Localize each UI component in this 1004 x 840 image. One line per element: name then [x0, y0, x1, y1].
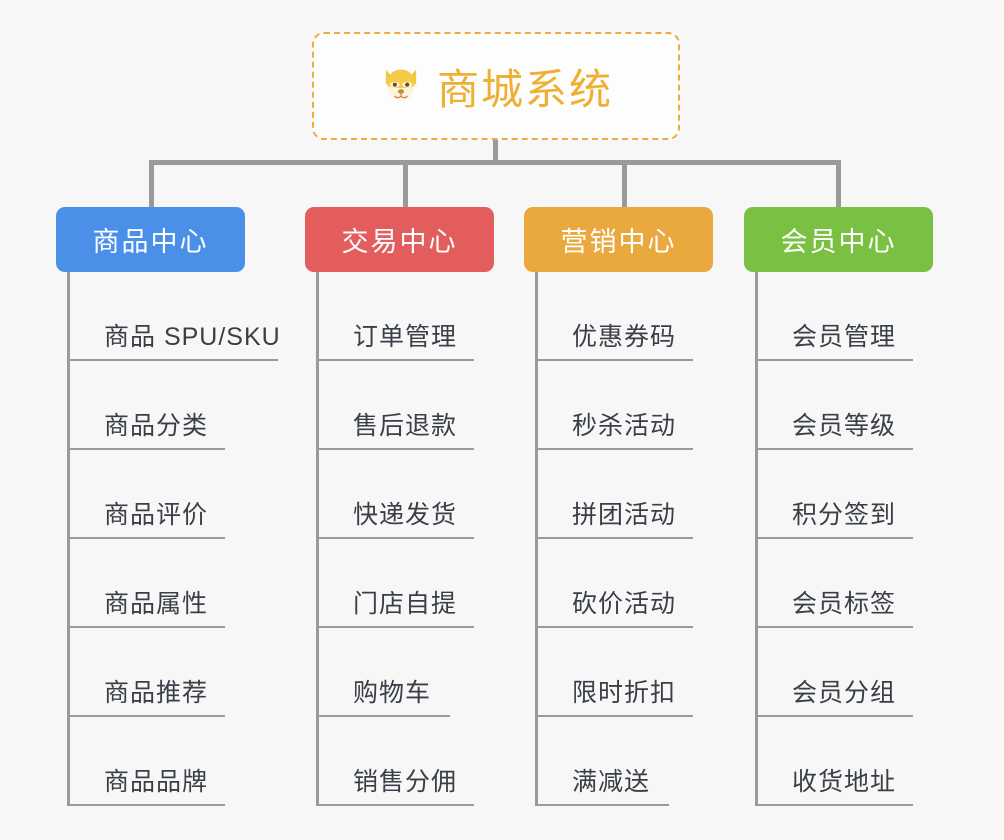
leaf-rule	[319, 359, 474, 361]
leaf-list-1: 商品 SPU/SKU 商品分类 商品评价 商品属性 商品推荐 商品品牌	[67, 272, 281, 806]
leaf-list-2: 订单管理 售后退款 快递发货 门店自提 购物车 销售分佣	[316, 272, 494, 806]
leaf-label: 秒杀活动	[572, 412, 677, 440]
branch-header-label: 交易中心	[341, 227, 458, 257]
list-item[interactable]: 砍价活动	[538, 539, 713, 628]
leaf-rule	[319, 448, 474, 450]
list-item[interactable]: 满减送	[538, 717, 713, 806]
leaf-label: 商品属性	[104, 590, 209, 618]
leaf-label: 销售分佣	[353, 768, 458, 796]
leaf-label: 收货地址	[792, 768, 897, 796]
leaf-rule	[758, 804, 913, 806]
connector-drop-1	[149, 160, 154, 208]
leaf-label: 商品分类	[104, 412, 209, 440]
branch-column-4: 会员中心 会员管理 会员等级 积分签到 会员标签 会员分组	[744, 207, 933, 806]
list-item[interactable]: 商品 SPU/SKU	[70, 272, 281, 361]
branch-column-2: 交易中心 订单管理 售后退款 快递发货 门店自提 购物车	[305, 207, 494, 806]
branch-header-label: 商品中心	[92, 227, 209, 257]
leaf-label: 商品推荐	[104, 679, 209, 707]
leaf-rule	[538, 804, 669, 806]
list-item[interactable]: 限时折扣	[538, 628, 713, 717]
branch-header-3[interactable]: 营销中心	[524, 207, 713, 272]
branch-header-label: 营销中心	[560, 227, 677, 257]
leaf-label: 商品品牌	[104, 768, 209, 796]
leaf-rule	[538, 448, 693, 450]
leaf-list-3: 优惠券码 秒杀活动 拼团活动 砍价活动 限时折扣 满减送	[535, 272, 713, 806]
leaf-label: 门店自提	[353, 590, 458, 618]
connector-root-stem	[493, 140, 498, 164]
leaf-rule	[758, 626, 913, 628]
leaf-rule	[70, 359, 278, 361]
leaf-rule	[758, 537, 913, 539]
leaf-label: 商品评价	[104, 501, 209, 529]
list-item[interactable]: 售后退款	[319, 361, 494, 450]
leaf-rule	[319, 537, 474, 539]
list-item[interactable]: 会员等级	[758, 361, 933, 450]
list-item[interactable]: 门店自提	[319, 539, 494, 628]
leaf-rule	[70, 715, 225, 717]
leaf-label: 订单管理	[353, 323, 458, 351]
connector-drop-3	[622, 160, 627, 208]
connector-drop-4	[836, 160, 841, 208]
list-item[interactable]: 商品品牌	[70, 717, 281, 806]
leaf-rule	[538, 715, 693, 717]
list-item[interactable]: 拼团活动	[538, 450, 713, 539]
leaf-label: 会员标签	[792, 590, 897, 618]
root-title: 商城系统	[436, 65, 613, 113]
leaf-label: 优惠券码	[572, 323, 677, 351]
branch-header-2[interactable]: 交易中心	[305, 207, 494, 272]
leaf-list-4: 会员管理 会员等级 积分签到 会员标签 会员分组 收货地址	[755, 272, 933, 806]
list-item[interactable]: 优惠券码	[538, 272, 713, 361]
leaf-label: 拼团活动	[572, 501, 677, 529]
list-item[interactable]: 商品分类	[70, 361, 281, 450]
list-item[interactable]: 秒杀活动	[538, 361, 713, 450]
leaf-rule	[538, 626, 693, 628]
leaf-label: 限时折扣	[572, 679, 677, 707]
leaf-label: 会员管理	[792, 323, 897, 351]
list-item[interactable]: 会员标签	[758, 539, 933, 628]
leaf-rule	[758, 448, 913, 450]
list-item[interactable]: 销售分佣	[319, 717, 494, 806]
leaf-label: 售后退款	[353, 412, 458, 440]
list-item[interactable]: 订单管理	[319, 272, 494, 361]
leaf-label: 砍价活动	[572, 590, 677, 618]
branch-header-1[interactable]: 商品中心	[56, 207, 245, 272]
leaf-label: 快递发货	[353, 501, 458, 529]
branch-header-label: 会员中心	[780, 227, 897, 257]
list-item[interactable]: 购物车	[319, 628, 494, 717]
leaf-rule	[70, 537, 225, 539]
leaf-rule	[758, 715, 913, 717]
leaf-rule	[70, 626, 225, 628]
leaf-label: 购物车	[353, 679, 432, 707]
leaf-label: 会员等级	[792, 412, 897, 440]
leaf-label: 商品 SPU/SKU	[104, 323, 281, 351]
leaf-label: 满减送	[572, 768, 651, 796]
connector-horizontal-bus	[149, 160, 840, 165]
leaf-label: 会员分组	[792, 679, 897, 707]
list-item[interactable]: 商品推荐	[70, 628, 281, 717]
list-item[interactable]: 会员分组	[758, 628, 933, 717]
list-item[interactable]: 会员管理	[758, 272, 933, 361]
leaf-rule	[538, 537, 693, 539]
leaf-rule	[319, 715, 450, 717]
branch-column-3: 营销中心 优惠券码 秒杀活动 拼团活动 砍价活动 限时折扣	[524, 207, 713, 806]
list-item[interactable]: 快递发货	[319, 450, 494, 539]
branch-column-1: 商品中心 商品 SPU/SKU 商品分类 商品评价 商品属性 商品推荐	[56, 207, 281, 806]
connector-drop-2	[403, 160, 408, 208]
leaf-rule	[319, 804, 474, 806]
shiba-dog-face-icon	[379, 64, 423, 108]
list-item[interactable]: 积分签到	[758, 450, 933, 539]
branch-header-4[interactable]: 会员中心	[744, 207, 933, 272]
leaf-rule	[538, 359, 693, 361]
leaf-rule	[70, 448, 225, 450]
list-item[interactable]: 商品评价	[70, 450, 281, 539]
leaf-rule	[319, 626, 474, 628]
root-node[interactable]: 商城系统	[312, 32, 680, 140]
leaf-rule	[758, 359, 913, 361]
leaf-label: 积分签到	[792, 501, 897, 529]
list-item[interactable]: 收货地址	[758, 717, 933, 806]
leaf-rule	[70, 804, 225, 806]
list-item[interactable]: 商品属性	[70, 539, 281, 628]
